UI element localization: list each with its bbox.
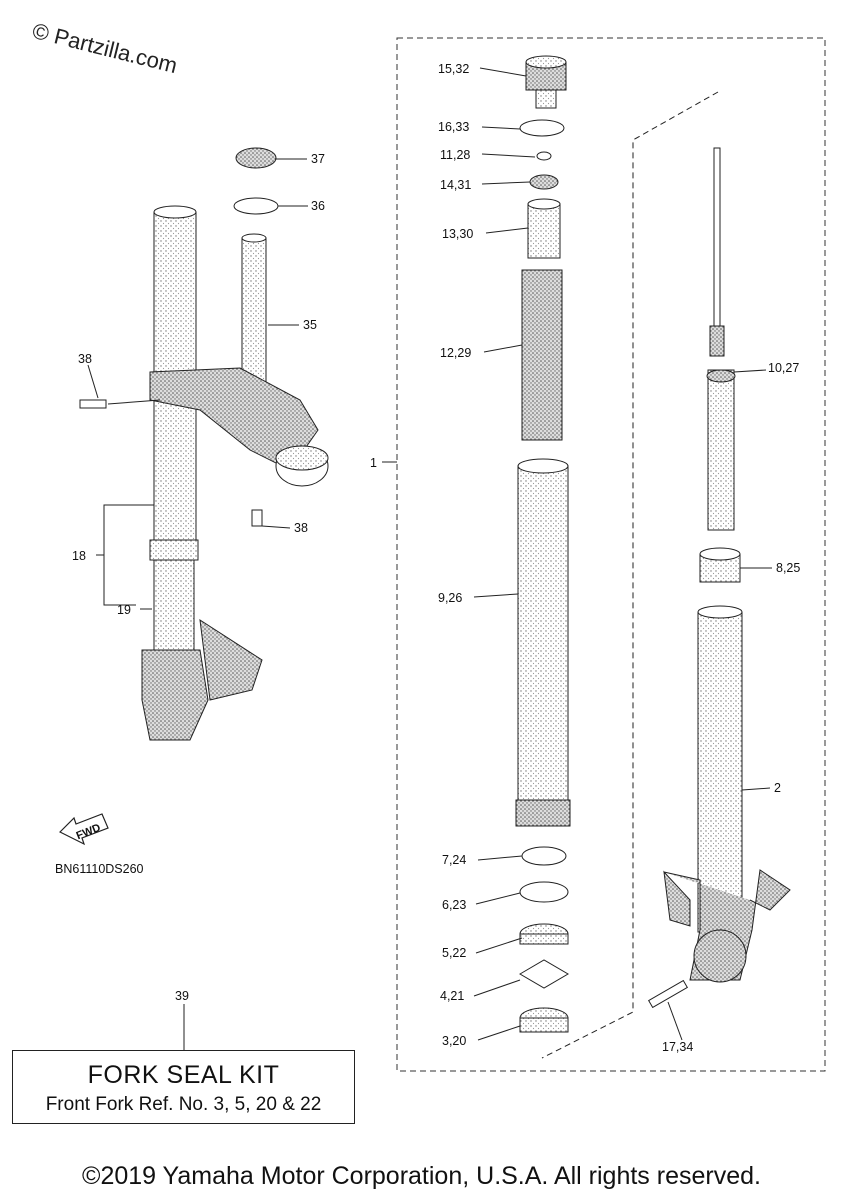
inner-assembly-guide — [541, 91, 719, 1059]
assembly-frame — [396, 37, 826, 1072]
callout-16-33: 16,33 — [438, 120, 469, 134]
callout-3-20: 3,20 — [442, 1034, 466, 1048]
callout-2: 2 — [774, 781, 781, 795]
callout-10-27: 10,27 — [768, 361, 799, 375]
callout-5-22: 5,22 — [442, 946, 466, 960]
callout-36: 36 — [311, 199, 325, 213]
callout-4-21: 4,21 — [440, 989, 464, 1003]
fwd-arrow-icon — [58, 813, 109, 846]
callout-13-30: 13,30 — [442, 227, 473, 241]
spacer — [527, 203, 561, 259]
kit-title: FORK SEAL KIT — [87, 1061, 280, 1089]
callout-35: 35 — [303, 318, 317, 332]
callout-38-left: 38 — [78, 352, 92, 366]
kit-subtitle: Front Fork Ref. No. 3, 5, 20 & 22 — [45, 1094, 322, 1115]
callout-7-24: 7,24 — [442, 853, 466, 867]
cartridge — [707, 369, 735, 531]
exploded-outer — [515, 55, 571, 1033]
callout-38-lower: 38 — [294, 521, 308, 535]
callout-labels: 37 36 35 38 38 18 19 1 15,32 16,33 11,28… — [72, 62, 800, 1054]
damper-rod — [713, 147, 721, 329]
spring — [521, 269, 563, 441]
callout-11-28: 11,28 — [440, 148, 470, 162]
callout-17-34: 17,34 — [662, 1040, 693, 1054]
axle-bracket — [141, 649, 209, 741]
callout-8-25: 8,25 — [776, 561, 800, 575]
callout-18: 18 — [72, 549, 86, 563]
callout-15-32: 15,32 — [438, 62, 469, 76]
washer-36 — [233, 197, 279, 215]
callout-12-29: 12,29 — [440, 346, 471, 360]
callout-9-26: 9,26 — [438, 591, 462, 605]
callout-19: 19 — [117, 603, 131, 617]
diagram-code: BN61110DS260 — [55, 862, 144, 876]
cap-nut-37 — [235, 147, 277, 169]
outer-tube-exploded — [517, 465, 569, 817]
exploded-inner — [647, 147, 791, 1009]
assembled-fork — [79, 147, 329, 741]
fork-seal-kit-box: FORK SEAL KIT Front Fork Ref. No. 3, 5, … — [12, 1050, 355, 1124]
copyright-notice: ©2019 Yamaha Motor Corporation, U.S.A. A… — [82, 1162, 761, 1190]
callout-37: 37 — [311, 152, 325, 166]
leader-lines — [87, 67, 772, 1050]
inner-tube — [153, 551, 195, 653]
callout-1: 1 — [370, 456, 377, 470]
callout-6-23: 6,23 — [442, 898, 466, 912]
callout-14-31: 14,31 — [440, 178, 471, 192]
inner-tube-exploded — [697, 611, 743, 933]
callout-39: 39 — [175, 989, 189, 1003]
o-ring — [519, 119, 565, 137]
